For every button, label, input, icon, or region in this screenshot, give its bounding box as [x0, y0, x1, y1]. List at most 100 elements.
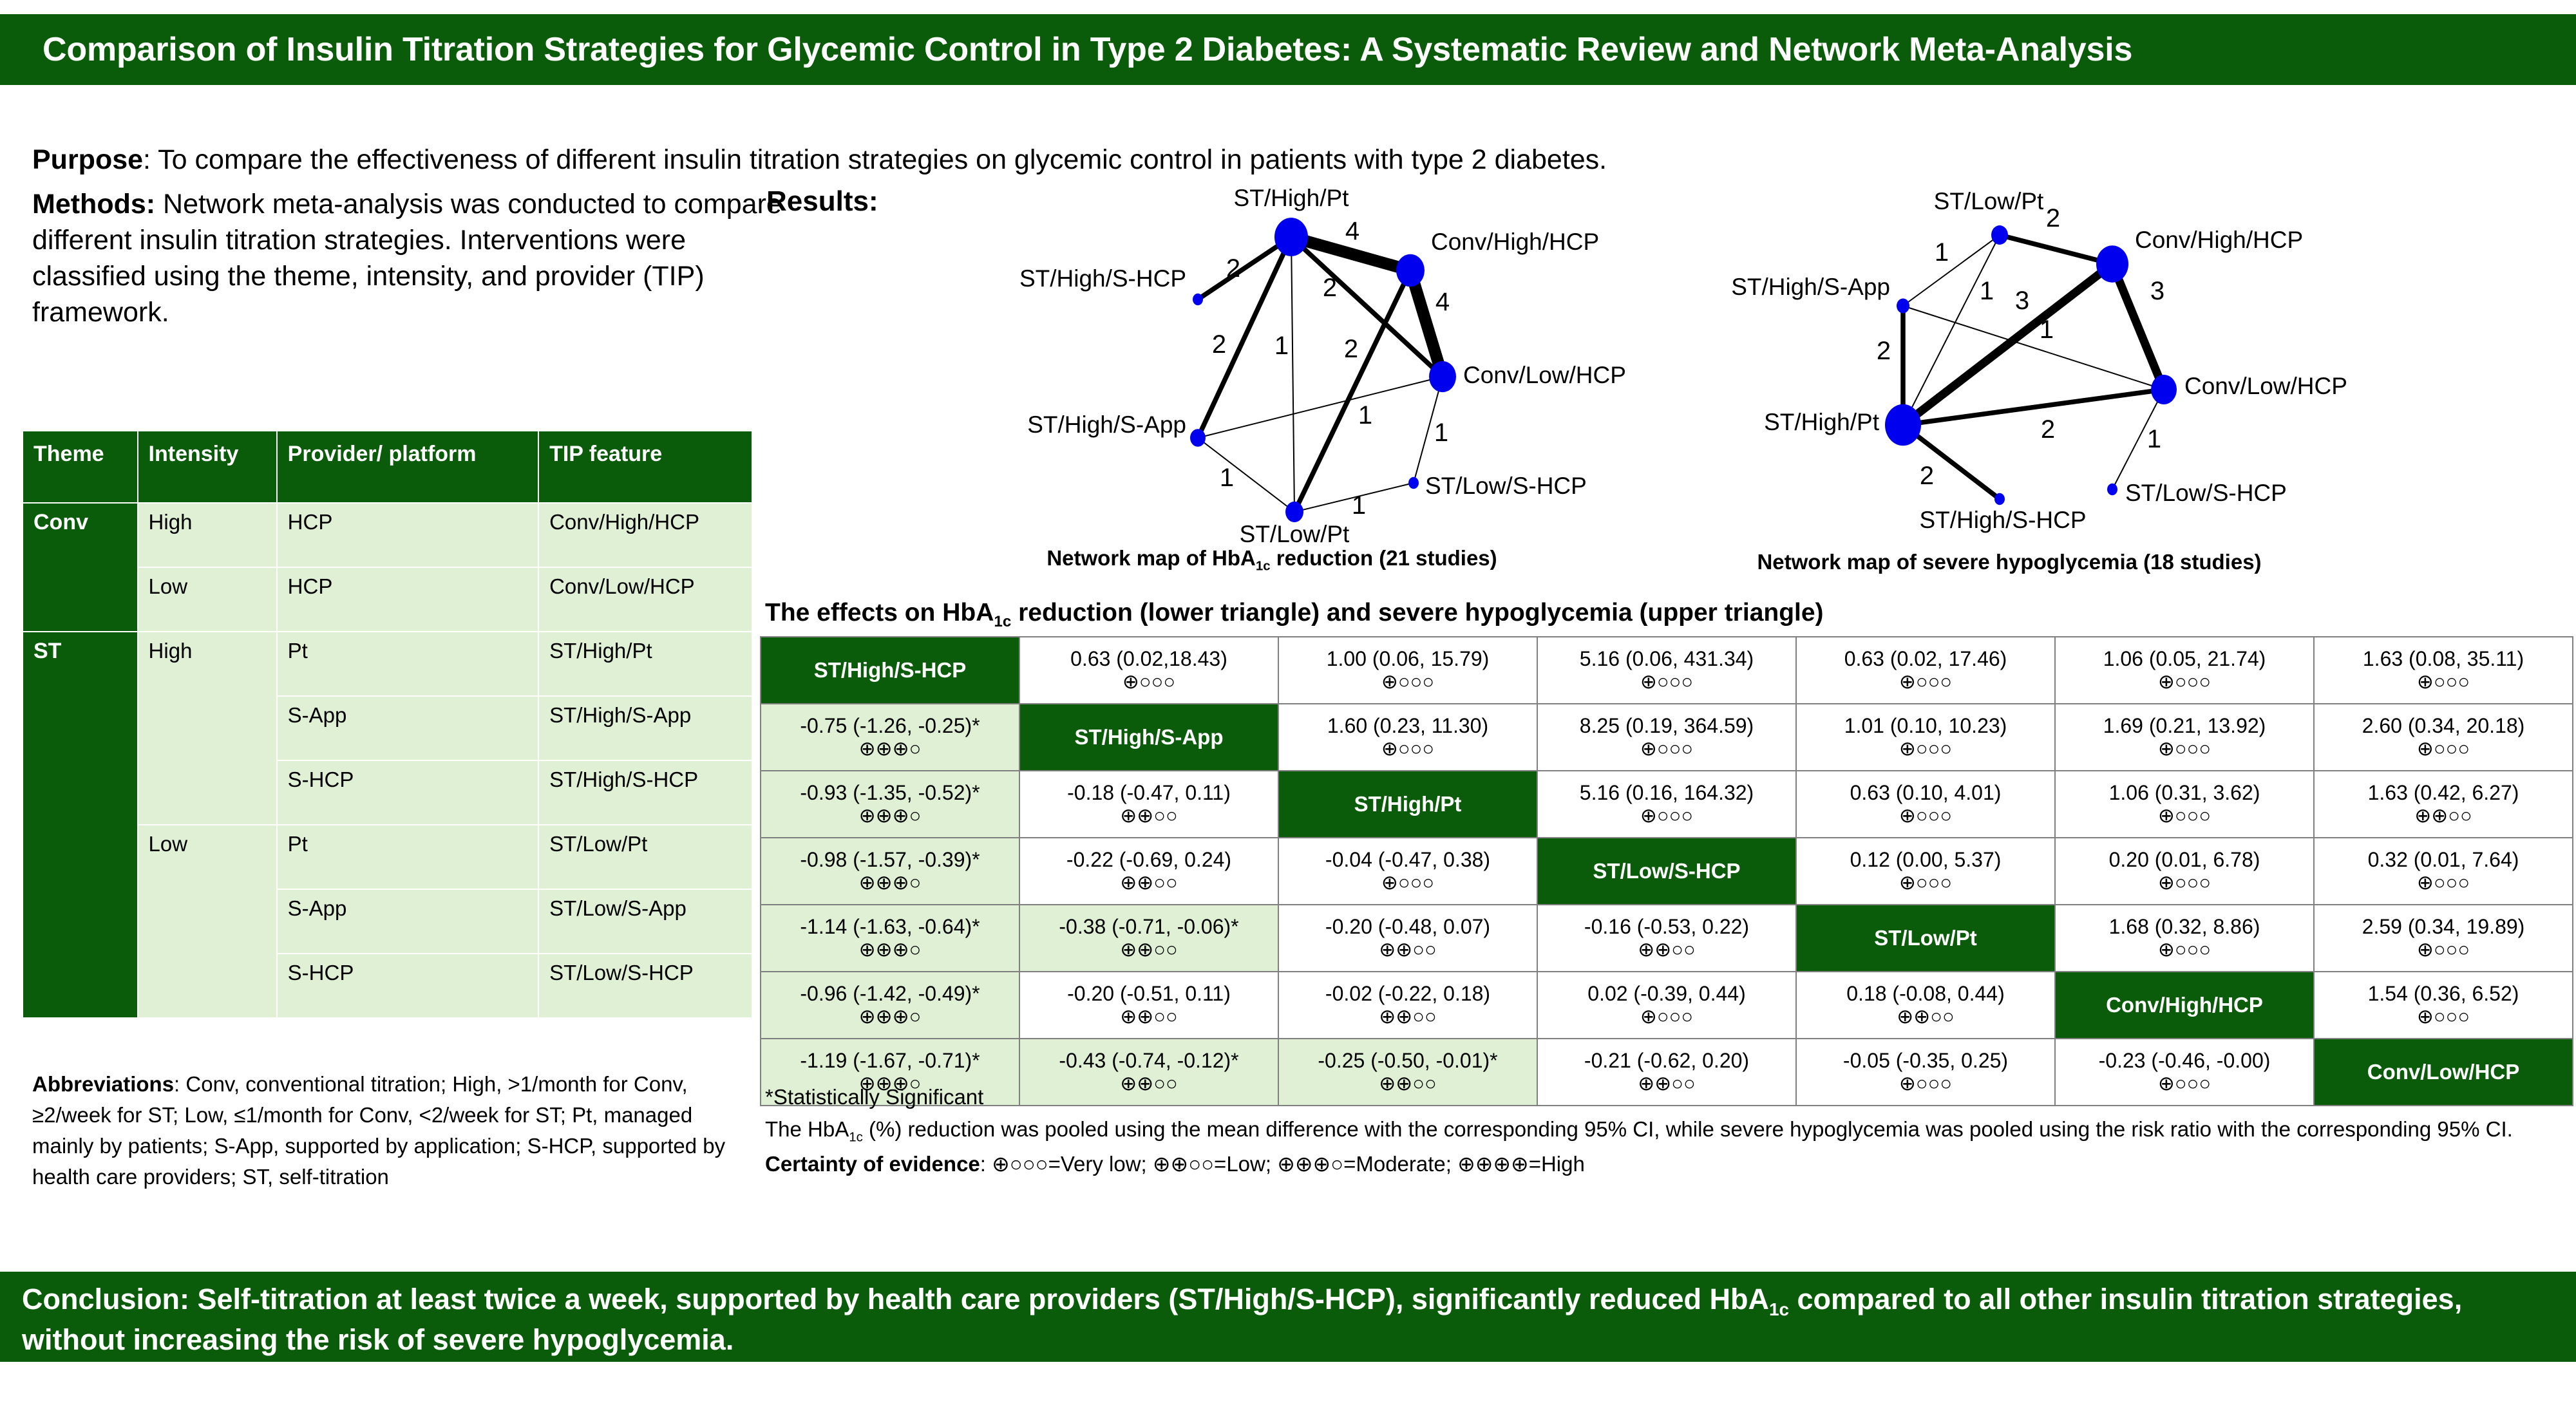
network-node: [1429, 361, 1456, 393]
league-cell-treatment: ST/Low/S-HCP: [1537, 837, 1797, 905]
table-row: -1.19 (-1.67, -0.71)*⊕⊕⊕○-0.43 (-0.74, -…: [760, 1038, 2573, 1106]
league-cell-value: 1.63 (0.08, 35.11): [2362, 647, 2524, 671]
certainty-of-evidence-icon: ⊕⊕○○: [1638, 1072, 1696, 1095]
network-edge-study-count: 1: [1220, 464, 1234, 492]
league-cell-estimate: -0.25 (-0.50, -0.01)*⊕⊕○○: [1278, 1038, 1538, 1106]
certainty-of-evidence-icon: ⊕⊕○○: [1120, 1072, 1178, 1095]
league-cell-value: -0.38 (-0.71, -0.06)*: [1059, 915, 1239, 939]
league-cell-value: 0.63 (0.10, 4.01): [1850, 781, 2002, 805]
league-cell-estimate: -0.43 (-0.74, -0.12)*⊕⊕○○: [1019, 1038, 1279, 1106]
league-cell-value: 1.06 (0.05, 21.74): [2103, 647, 2266, 671]
league-cell-estimate: -0.98 (-1.57, -0.39)*⊕⊕⊕○: [760, 837, 1020, 905]
network-edge: [1902, 234, 2000, 426]
tip-cell-feature: ST/High/S-HCP: [538, 760, 753, 825]
certainty-of-evidence-icon: ⊕○○○: [1899, 804, 1953, 827]
league-cell-estimate: 0.18 (-0.08, 0.44)⊕⊕○○: [1795, 971, 2056, 1039]
tip-col-feature: TIP feature: [538, 430, 753, 504]
conclusion-label: Conclusion:: [22, 1283, 189, 1315]
network-map-hypoglycemia-caption: Network map of severe hypoglycemia (18 s…: [1757, 550, 2262, 574]
league-cell-value: -0.98 (-1.57, -0.39)*: [800, 848, 980, 872]
league-cell-value: 0.32 (0.01, 7.64): [2367, 848, 2519, 872]
certainty-of-evidence-icon: ⊕⊕○○: [1120, 804, 1178, 827]
network-node: [1193, 293, 1203, 306]
tip-cell-provider: HCP: [276, 502, 540, 568]
network-node: [2096, 245, 2128, 283]
league-cell-treatment: ST/High/S-App: [1019, 703, 1279, 771]
league-cell-estimate: 1.00 (0.06, 15.79)⊕○○○: [1278, 636, 1538, 704]
tip-col-intensity: Intensity: [137, 430, 278, 504]
network-edge: [1197, 437, 1295, 513]
certainty-of-evidence-icon: ⊕○○○: [1640, 670, 1694, 693]
network-edge: [1195, 234, 1294, 302]
league-cell-estimate: -0.21 (-0.62, 0.20)⊕⊕○○: [1537, 1038, 1797, 1106]
tip-cell-provider: HCP: [276, 567, 540, 632]
tip-framework-table: Theme Intensity Provider/ platform TIP f…: [22, 430, 753, 1019]
league-cell-value: 2.60 (0.34, 20.18): [2362, 714, 2525, 738]
network-edge-study-count: 1: [1358, 401, 1372, 429]
network-edge-study-count: 3: [2150, 277, 2164, 305]
network-edge: [2112, 389, 2164, 490]
certainty-of-evidence-icon: ⊕○○○: [2157, 737, 2211, 760]
league-cell-estimate: 0.02 (-0.39, 0.44)⊕○○○: [1537, 971, 1797, 1039]
table-row: -1.14 (-1.63, -0.64)*⊕⊕⊕○ -0.38 (-0.71, -…: [760, 904, 2573, 972]
footnote-pooling-method: The HbA1c (%) reduction was pooled using…: [765, 1117, 2513, 1145]
network-edge-study-count: 1: [2040, 316, 2054, 344]
league-cell-value: -0.75 (-1.26, -0.25)*: [800, 714, 980, 738]
league-cell-estimate: -0.96 (-1.42, -0.49)*⊕⊕⊕○: [760, 971, 1020, 1039]
league-cell-value: 2.59 (0.34, 19.89): [2362, 915, 2525, 939]
certainty-of-evidence-icon: ⊕○○○: [1381, 737, 1435, 760]
league-cell-value: 8.25 (0.19, 364.59): [1579, 714, 1754, 738]
network-edge: [1404, 264, 1449, 383]
network-edge: [1900, 422, 2002, 502]
league-cell-value: 1.06 (0.31, 3.62): [2108, 781, 2260, 805]
league-cell-estimate: -0.18 (-0.47, 0.11)⊕⊕○○: [1019, 770, 1279, 838]
league-cell-estimate: -0.75 (-1.26, -0.25)*⊕⊕⊕○: [760, 703, 1020, 771]
network-node-label: Conv/Low/HCP: [2184, 373, 2347, 399]
league-cell-estimate: -1.14 (-1.63, -0.64)*⊕⊕⊕○: [760, 904, 1020, 972]
network-edge-study-count: 2: [1877, 337, 1891, 365]
league-cell-treatment: ST/Low/Pt: [1795, 904, 2056, 972]
certainty-of-evidence-icon: ⊕○○○: [1899, 737, 1953, 760]
network-node: [1285, 501, 1303, 523]
abbreviations-label: Abbreviations: [32, 1072, 175, 1096]
network-edge-study-count: 1: [1434, 419, 1448, 447]
league-cell-value: 1.54 (0.36, 6.52): [2367, 982, 2519, 1006]
network-edge-study-count: 2: [2046, 204, 2060, 232]
tip-cell-feature: ST/High/Pt: [538, 631, 753, 697]
league-cell-estimate: 1.06 (0.05, 21.74)⊕○○○: [2054, 636, 2315, 704]
certainty-of-evidence-icon: ⊕⊕○○: [1120, 871, 1178, 894]
certainty-of-evidence-icon: ⊕○○○: [1640, 1005, 1694, 1028]
network-edge: [1285, 231, 1417, 277]
conclusion-banner: Conclusion: Self-titration at least twic…: [0, 1272, 2576, 1362]
certainty-of-evidence-icon: ⊕⊕⊕○: [858, 804, 922, 827]
league-cell-value: 0.63 (0.02, 17.46): [1844, 647, 2007, 671]
purpose-label: Purpose: [32, 144, 144, 175]
league-cell-estimate: -0.20 (-0.48, 0.07)⊕⊕○○: [1278, 904, 1538, 972]
certainty-of-evidence-icon: ⊕⊕⊕○: [858, 1005, 922, 1028]
certainty-of-evidence-icon: ⊕○○○: [2416, 1005, 2470, 1028]
tip-cell-provider: S-HCP: [276, 760, 540, 825]
league-cell-treatment: Conv/High/HCP: [2054, 971, 2315, 1039]
league-cell-value: 0.12 (0.00, 5.37): [1850, 848, 2002, 872]
tip-cell-intensity: High: [137, 631, 278, 825]
tip-col-provider: Provider/ platform: [276, 430, 540, 504]
network-edge: [1899, 259, 2117, 429]
league-cell-value: -0.25 (-0.50, -0.01)*: [1318, 1049, 1498, 1073]
certainty-of-evidence-icon: ⊕○○○: [1899, 871, 1953, 894]
network-node-label: ST/High/Pt: [1234, 185, 1350, 211]
network-edge: [1294, 482, 1414, 513]
network-edge-study-count: 2: [1212, 330, 1226, 359]
league-cell-estimate: 0.63 (0.10, 4.01)⊕○○○: [1795, 770, 2056, 838]
table-row: -0.93 (-1.35, -0.52)*⊕⊕⊕○-0.18 (-0.47, 0…: [760, 770, 2573, 838]
league-cell-value: -0.05 (-0.35, 0.25): [1842, 1049, 2009, 1073]
network-edge-study-count: 1: [1352, 491, 1366, 520]
network-node: [1991, 225, 2008, 245]
tip-cell-intensity: Low: [137, 824, 278, 1019]
certainty-of-evidence-icon: ⊕○○○: [1381, 871, 1435, 894]
